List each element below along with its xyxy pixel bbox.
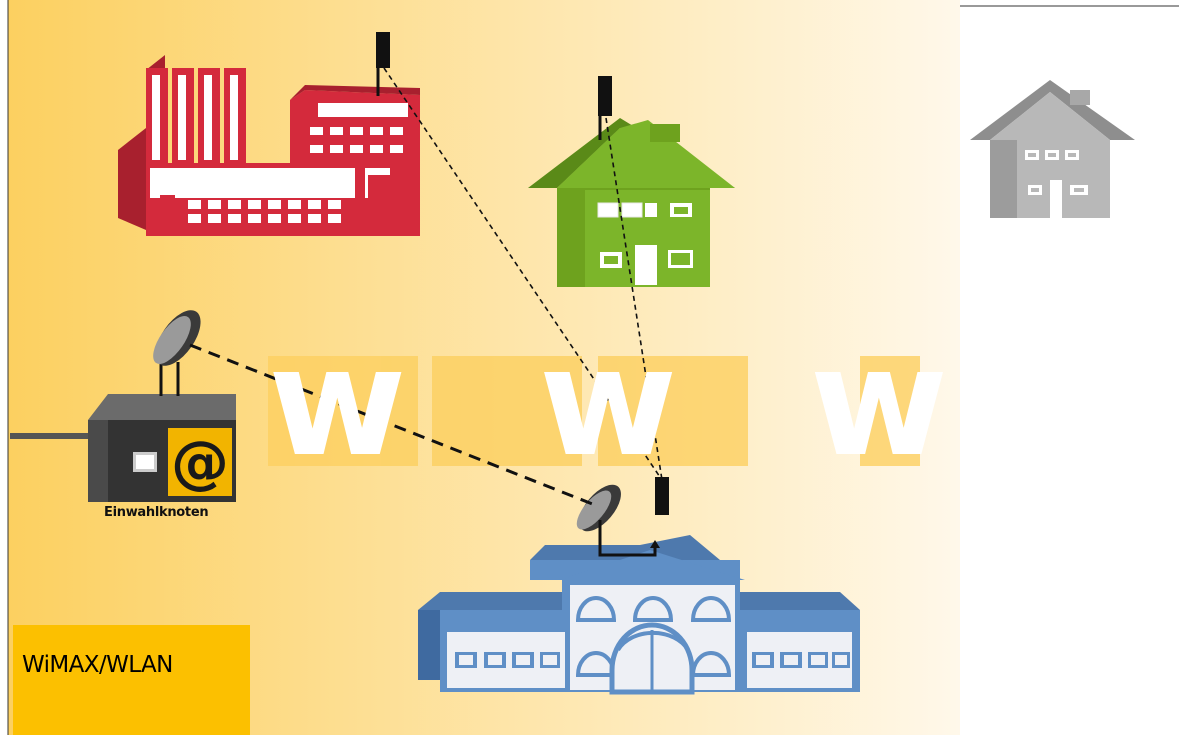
wireless-links <box>189 67 663 507</box>
www-watermark: w w w . <box>268 316 1178 490</box>
svg-text:@: @ <box>171 428 229 496</box>
town-hall-dish <box>576 484 660 557</box>
factory-building <box>118 55 420 236</box>
green-house <box>528 118 735 287</box>
network-label: WiMAX/WLAN <box>22 652 173 678</box>
network-label-box <box>13 625 250 735</box>
link-factory-to-town-hall <box>383 67 663 481</box>
www-letter-blocks <box>268 356 920 466</box>
access-node-box: @ <box>10 394 236 502</box>
town-hall-antenna <box>655 477 669 515</box>
access-node-dish <box>153 310 201 396</box>
factory-antenna <box>376 32 390 96</box>
access-node-label: Einwahlknoten <box>104 505 209 520</box>
link-house-to-town-hall <box>605 117 663 481</box>
link-access-node-to-town-hall <box>189 343 596 507</box>
green-house-antenna <box>598 76 612 140</box>
town-hall-building <box>418 535 860 695</box>
grey-house <box>970 80 1135 218</box>
